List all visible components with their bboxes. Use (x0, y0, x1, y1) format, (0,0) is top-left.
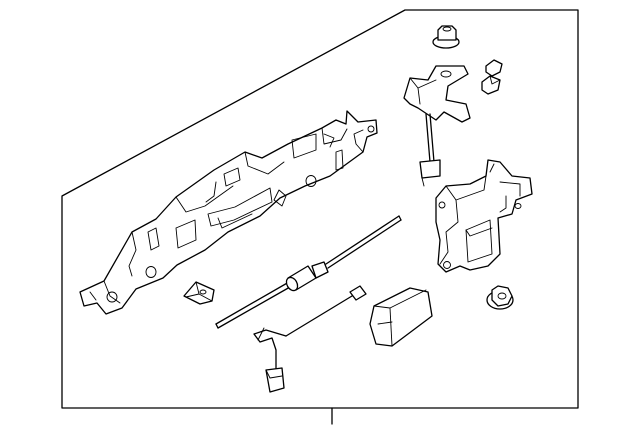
reinforcement-bracket-icon (79, 110, 378, 315)
lock-cable-icon (253, 285, 367, 393)
clip-nut-icon (183, 281, 215, 305)
mounting-bracket-icon (403, 65, 471, 187)
diagram-frame (61, 9, 579, 425)
actuator-rod-icon (215, 215, 402, 329)
lock-actuator-icon (435, 159, 533, 273)
handle-cap-icon (369, 287, 433, 347)
bolt-icon (481, 59, 503, 95)
flange-nut-icon (432, 25, 460, 49)
flange-nut-icon (486, 285, 514, 310)
